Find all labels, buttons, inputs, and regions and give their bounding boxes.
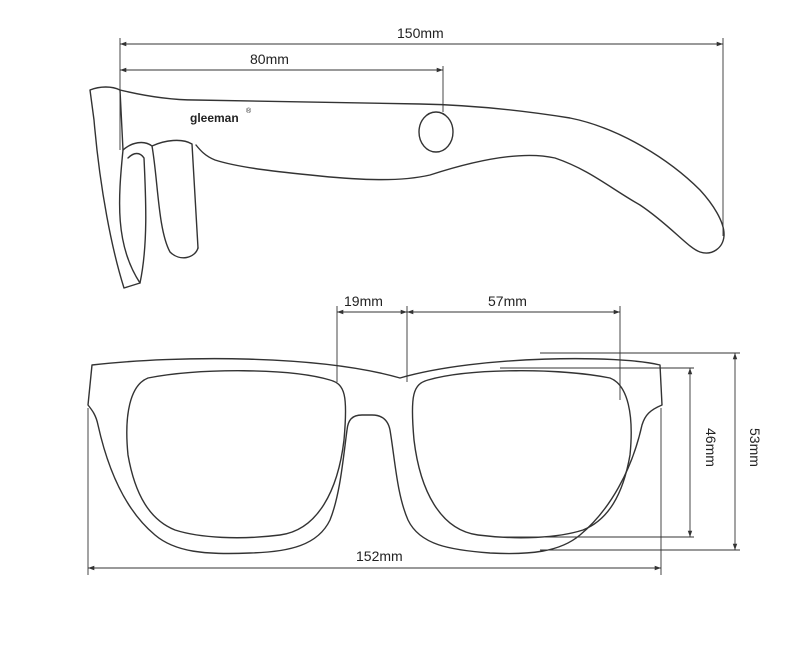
label-152mm: 152mm [356,548,403,564]
label-150mm: 150mm [397,25,444,41]
brand-registered-mark: ® [246,107,252,115]
nose-pad-rim [151,139,199,249]
label-46mm: 46mm [703,428,719,467]
label-80mm: 80mm [250,51,289,67]
front-dimensions: 19mm 57mm 152mm 46mm 53mm [87,293,763,575]
brand-logo: gleeman [190,111,239,125]
label-19mm: 19mm [344,293,383,309]
label-57mm: 57mm [488,293,527,309]
left-lens [126,370,347,539]
label-53mm: 53mm [747,428,763,467]
side-view: gleeman ® [89,86,725,289]
side-dimensions: 150mm 80mm [119,25,724,236]
right-lens [411,370,632,539]
nose-pad-profile [122,141,199,259]
nose-pad-inner [127,152,147,284]
temple-hinge-hole [418,111,454,153]
temple-arm [119,89,725,254]
front-frame-outline [87,357,663,555]
front-view [87,357,663,555]
front-frame-side [89,86,141,289]
